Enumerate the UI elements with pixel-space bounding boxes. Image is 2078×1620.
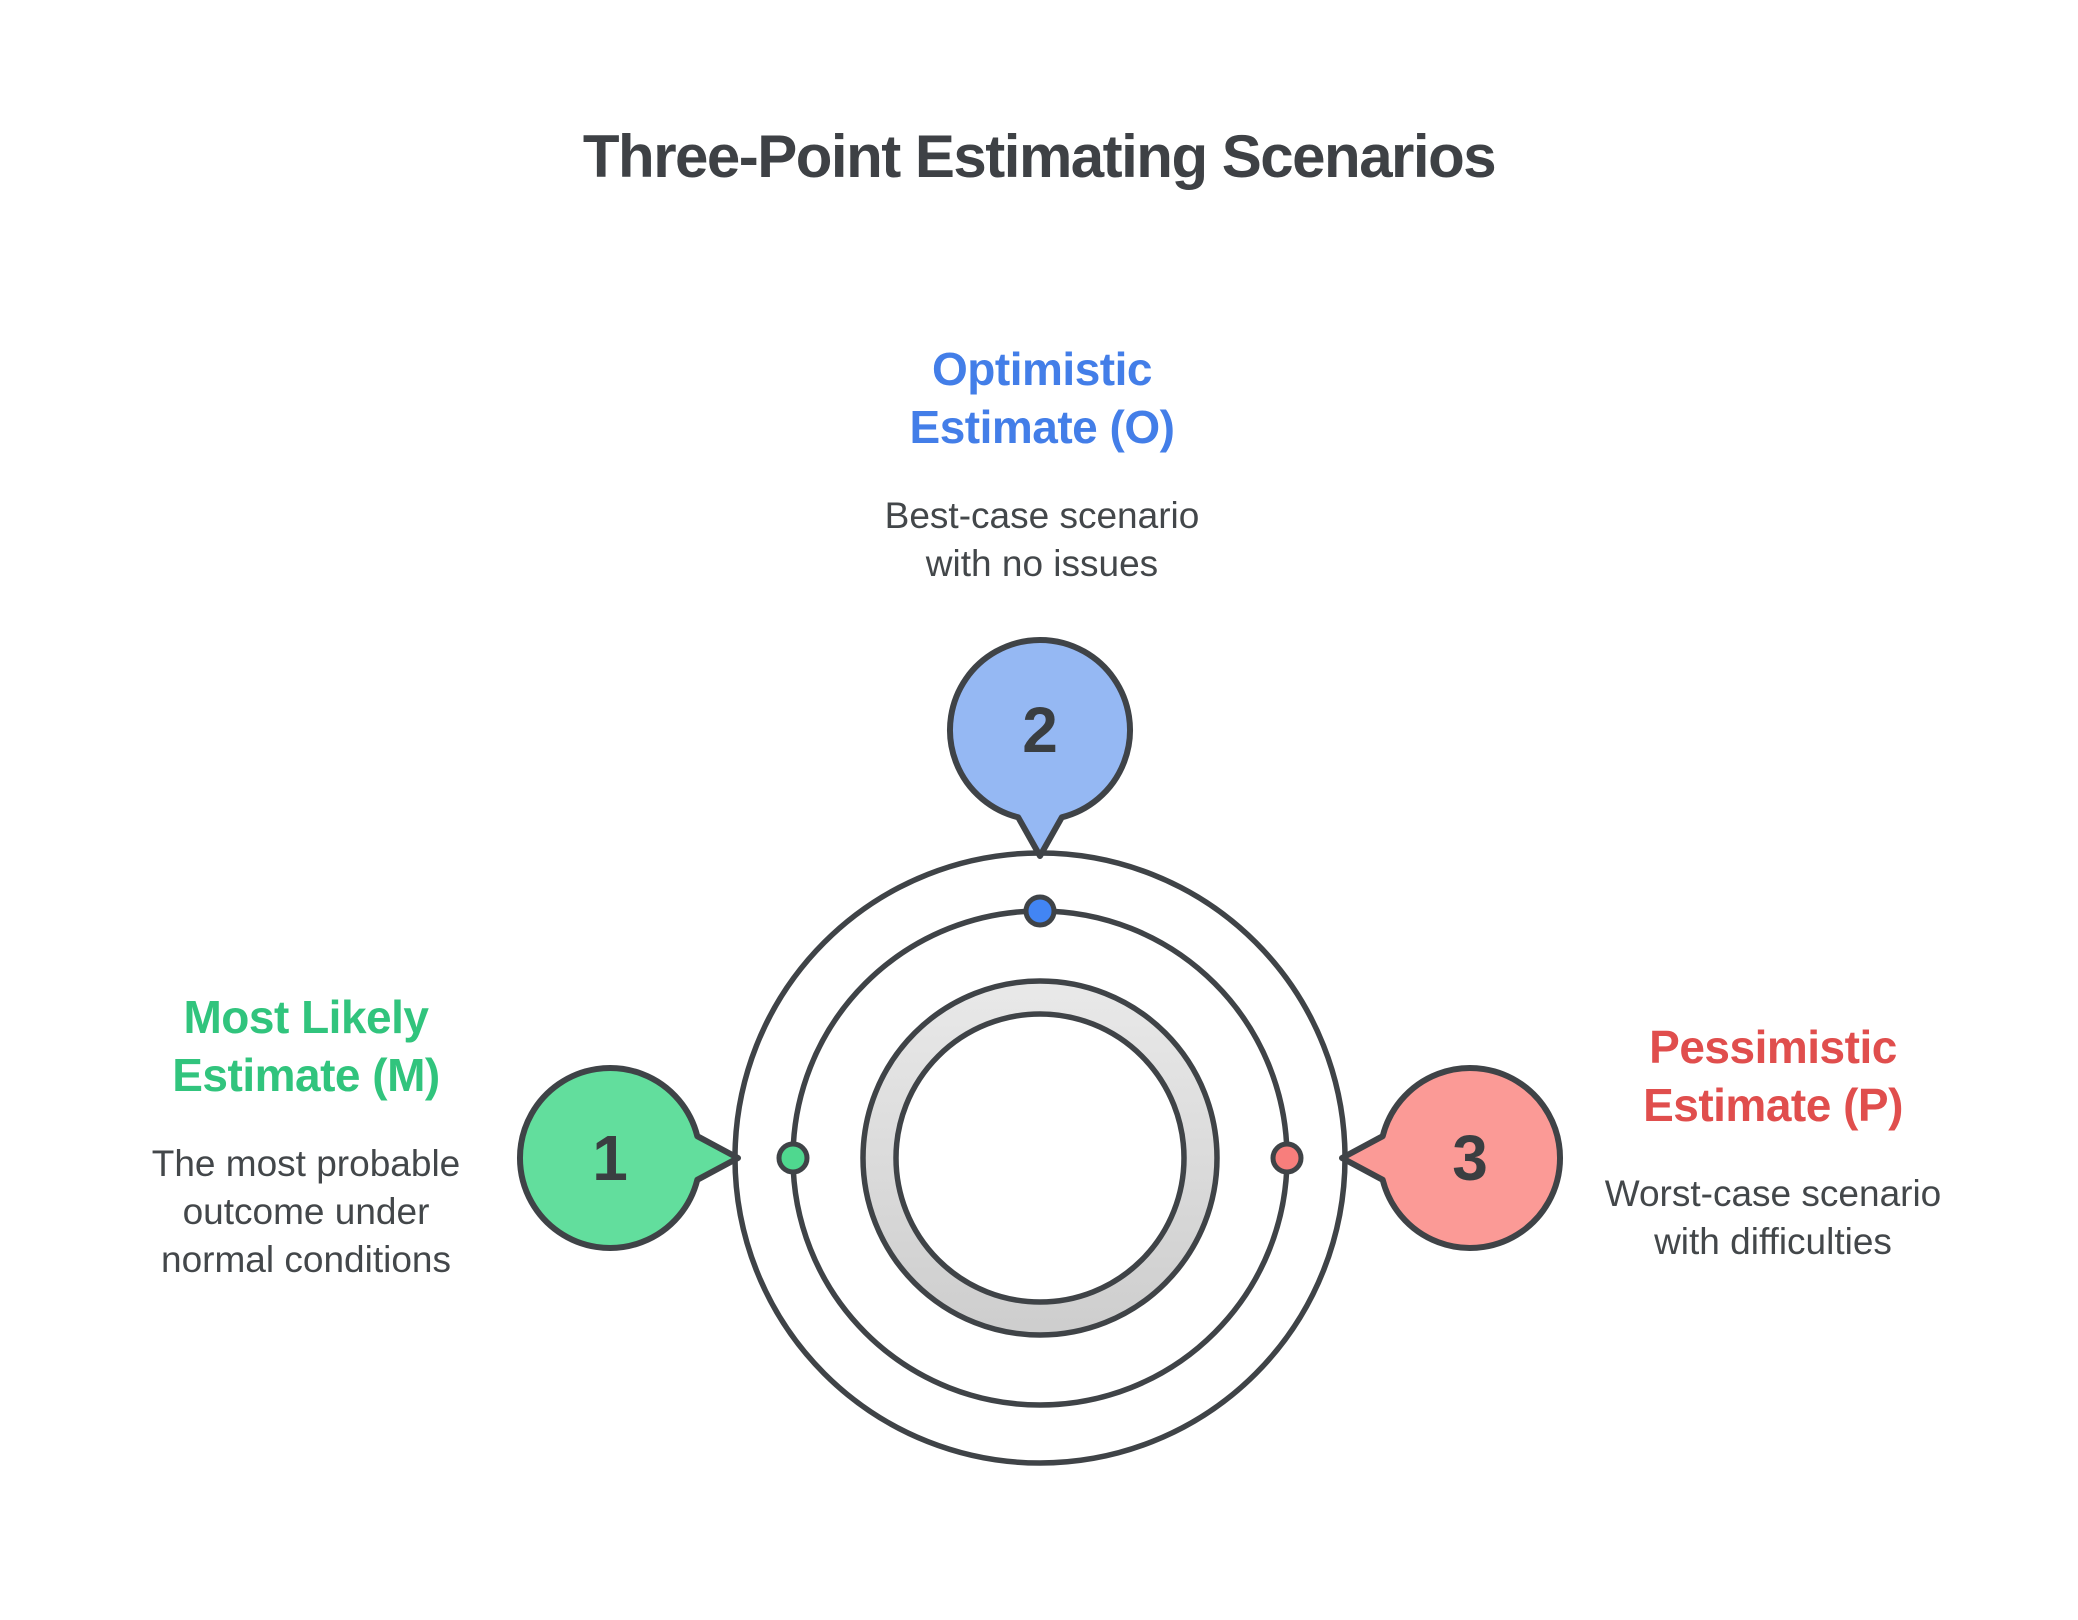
page-title: Three-Point Estimating Scenarios: [582, 123, 1497, 190]
bubble-optimistic: [947, 636, 1133, 859]
optimistic-description: Best-case scenario with no issues: [884, 495, 1200, 584]
most-likely-heading: Most Likely Estimate (M): [172, 991, 440, 1101]
bubble-pessimistic: [1339, 1065, 1564, 1251]
dot-pessimistic: [1270, 1141, 1304, 1175]
pessimistic-heading: Pessimistic Estimate (P): [1643, 1021, 1903, 1131]
label-block-most-likely: Most Likely Estimate (M) The most probab…: [60, 988, 552, 1284]
donut-band: [863, 981, 1217, 1335]
dot-most-likely: [776, 1141, 810, 1175]
label-block-pessimistic: Pessimistic Estimate (P) Worst-case scen…: [1528, 1018, 2018, 1266]
outer-ring: [732, 850, 1348, 1466]
bubble-number-optimistic: 2: [1022, 694, 1058, 766]
donut-outer-edge: [860, 978, 1220, 1338]
donut-inner-edge: [893, 1011, 1187, 1305]
bubble-number-pessimistic: 3: [1452, 1122, 1488, 1194]
dot-optimistic: [1023, 894, 1057, 928]
most-likely-description: The most probable outcome under normal c…: [151, 1143, 461, 1280]
pessimistic-description: Worst-case scenario with difficulties: [1604, 1173, 1942, 1262]
optimistic-heading: Optimistic Estimate (O): [909, 343, 1175, 453]
label-block-optimistic: Optimistic Estimate (O) Best-case scenar…: [765, 340, 1319, 588]
bubble-most-likely: [516, 1065, 741, 1251]
bubble-number-most-likely: 1: [592, 1122, 628, 1194]
